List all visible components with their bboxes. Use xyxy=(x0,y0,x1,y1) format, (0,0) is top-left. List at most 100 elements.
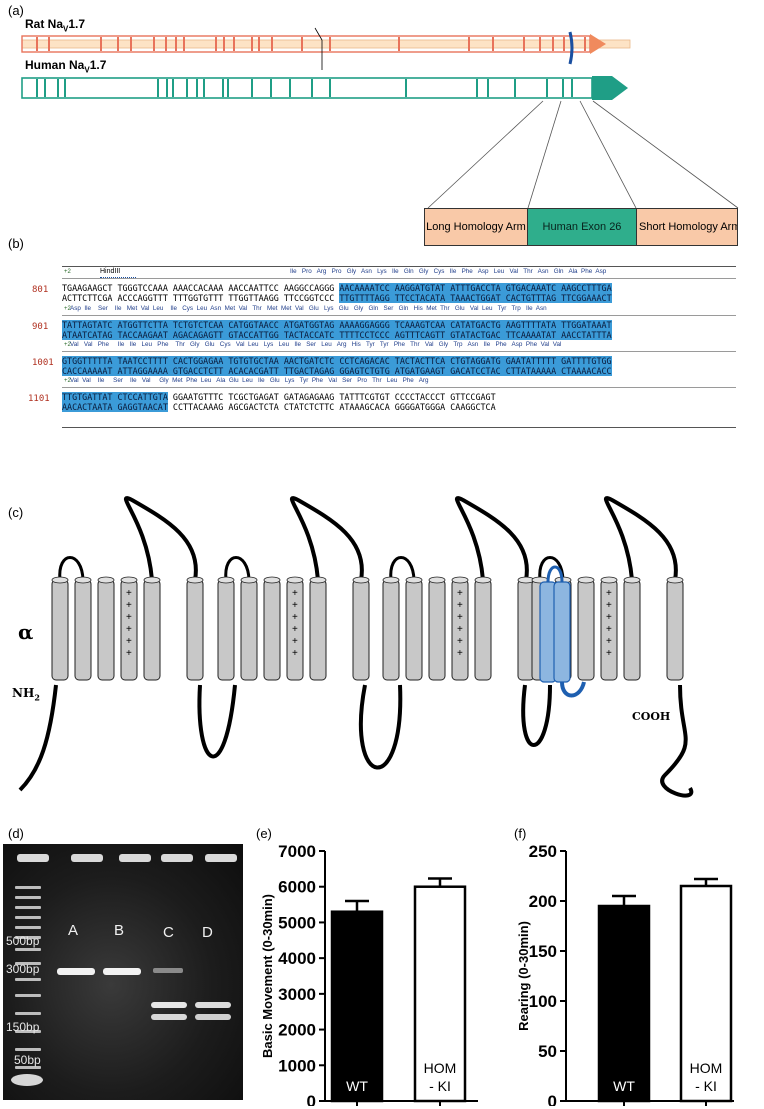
ladder-band xyxy=(15,1048,41,1051)
zoom-line xyxy=(592,100,739,209)
human-exon xyxy=(203,79,205,97)
y-axis-label: Basic Movement (0-30min) xyxy=(260,894,275,1058)
transmembrane-segment-s3 xyxy=(577,579,595,681)
helix-cap xyxy=(382,576,400,584)
rat-gene-label: Rat NaV1.7 xyxy=(25,17,86,34)
zoom-line xyxy=(579,100,637,209)
zoom-line xyxy=(427,100,544,209)
human-exon xyxy=(196,79,198,97)
human-exon xyxy=(222,79,224,97)
rat-exon xyxy=(258,37,260,51)
ladder-band xyxy=(15,962,41,965)
rat-exon xyxy=(100,37,102,51)
helix-cap xyxy=(186,576,204,584)
human-exon xyxy=(157,79,159,97)
category-label: WT xyxy=(613,1078,635,1094)
panel-b-label: (b) xyxy=(8,236,24,251)
transmembrane-segment-s3 xyxy=(263,579,281,681)
antisense-strand: AACACTAATA GAGGTAACAT CCTTACAAAG AGCGACT… xyxy=(62,402,496,412)
ladder-label-150: 150bp xyxy=(6,1020,40,1034)
sequence-position: 901 xyxy=(32,322,49,332)
exon26-segment xyxy=(553,581,571,683)
zoom-line xyxy=(527,100,562,209)
human-exon xyxy=(546,79,548,97)
y-axis-label: Rearing (0-30min) xyxy=(516,921,531,1031)
lane-label-b: B xyxy=(114,922,125,939)
rat-exon xyxy=(153,37,155,51)
amino-acid-translation: Asp Ile Ser Ile Met Val Leu Ile Cys Leu … xyxy=(70,305,547,312)
amino-acid-translation: Val Val Phe Ile Ile Leu Phe Thr Gly Glu … xyxy=(70,341,562,348)
transmembrane-segment-s3 xyxy=(428,579,446,681)
ladder-band xyxy=(15,1066,41,1069)
rat-exon xyxy=(215,37,217,51)
rat-exon xyxy=(48,37,50,51)
sense-strand: GTGGTTTTTA TAATCCTTTT CACTGGAGAA TGTGTGC… xyxy=(62,356,612,366)
helix-cap xyxy=(405,576,423,584)
rat-exon xyxy=(175,37,177,51)
charge-plus: + xyxy=(606,612,612,623)
y-tick-label: 2000 xyxy=(278,1021,316,1040)
rat-exon xyxy=(223,37,225,51)
lane-label-c: C xyxy=(163,924,174,941)
category-label: - KI xyxy=(429,1078,451,1094)
amino-acid-translation: Val Val Ile Ser Ile Val Gly Met Phe Leu … xyxy=(70,377,429,384)
rat-exon xyxy=(183,37,185,51)
charge-plus: + xyxy=(606,624,612,635)
pore-loop xyxy=(124,496,198,581)
amino-acid-translation: Ile Pro Arg Pro Gly Asn Lys Ile Gln Gly … xyxy=(290,268,607,275)
reading-frame-label: +2 xyxy=(64,269,71,275)
charge-plus: + xyxy=(292,624,298,635)
seq-row-divider xyxy=(62,278,736,279)
reading-frame-label: +2 xyxy=(64,342,71,348)
human-exon xyxy=(289,79,291,97)
charge-plus: + xyxy=(126,624,132,635)
helix-cap xyxy=(74,576,92,584)
long-homology-arm: Long Homology Arm xyxy=(424,208,528,246)
lane-c-band-upper xyxy=(151,1002,187,1008)
ladder-label-500: 500bp xyxy=(6,934,40,948)
rat-exon xyxy=(117,37,119,51)
helix-cap xyxy=(120,576,138,584)
ladder-band xyxy=(15,994,41,997)
helix-cap xyxy=(600,576,618,584)
human-exon xyxy=(270,79,272,97)
transmembrane-segment-s5 xyxy=(623,579,641,681)
human-exon xyxy=(476,79,478,97)
reading-frame-label: +2 xyxy=(64,306,71,312)
reading-frame-label: +2 xyxy=(64,378,71,384)
lane-b-band xyxy=(103,968,141,975)
charge-plus: + xyxy=(292,648,298,659)
helix-cap xyxy=(352,576,370,584)
ladder-band xyxy=(15,1012,41,1015)
rat-exon xyxy=(130,37,132,51)
sequence-position: 1101 xyxy=(28,394,50,404)
rat-exon xyxy=(539,37,541,51)
transmembrane-segment-s6 xyxy=(186,579,204,681)
antisense-strand: CACCAAAAAT ATTAGGAAAA GTGACCTCTT ACACACG… xyxy=(62,366,612,376)
charge-plus: + xyxy=(292,636,298,647)
category-label: HOM xyxy=(690,1060,723,1076)
rat-exon xyxy=(251,37,253,51)
rat-exon xyxy=(329,37,331,51)
charge-plus: + xyxy=(606,648,612,659)
panel-d-label: (d) xyxy=(8,826,24,841)
exon26-highlighted-sequence: AACAAAATCC AAGGATGTAT ATTTGACCTA GTGACAA… xyxy=(339,283,612,293)
human-gene-track xyxy=(21,77,593,99)
helix-cap xyxy=(97,576,115,584)
extracellular-loop xyxy=(389,556,416,581)
transmembrane-segment-s5 xyxy=(474,579,492,681)
y-tick-label: 0 xyxy=(307,1092,316,1106)
category-label: WT xyxy=(346,1078,368,1094)
ladder-band xyxy=(15,978,41,981)
human-exon xyxy=(571,79,573,97)
unhighlighted-sequence: GGAATGTTTC TCGCTGAGAT GATAGAGAAG TATTTCG… xyxy=(167,392,496,402)
rat-exon xyxy=(398,37,400,51)
transmembrane-segment-s6 xyxy=(666,579,684,681)
gel-well xyxy=(17,854,49,862)
seq-row-divider xyxy=(62,351,736,352)
y-tick-label: 150 xyxy=(529,942,557,961)
helix-cap xyxy=(666,576,684,584)
charge-plus: + xyxy=(126,648,132,659)
transmembrane-segment-s5 xyxy=(309,579,327,681)
